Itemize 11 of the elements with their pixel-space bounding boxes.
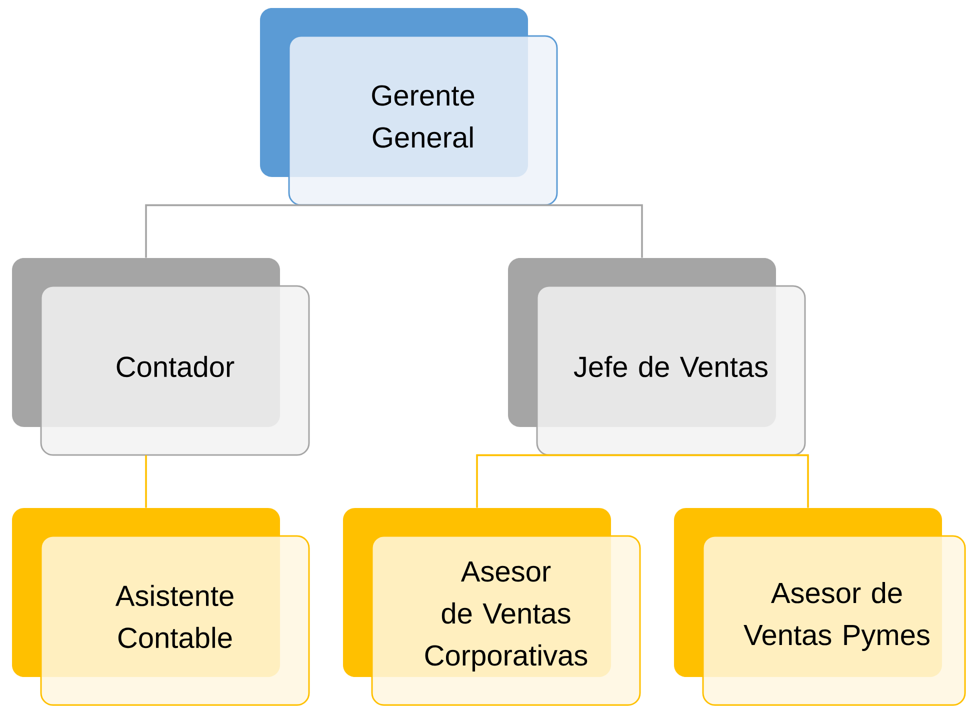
org-box: Jefe de Ventas: [508, 258, 806, 456]
connector-line: [394, 204, 643, 258]
org-box: Contador: [12, 258, 310, 456]
connector-line: [476, 454, 642, 508]
org-box: Asesor de Ventas Pymes: [674, 508, 966, 706]
org-box: Gerente General: [260, 8, 558, 206]
connector-line: [642, 454, 809, 508]
connector-line: [145, 204, 394, 258]
org-box: Asistente Contable: [12, 508, 310, 706]
connector-line: [145, 455, 147, 508]
org-box: Asesor de Ventas Corporativas: [343, 508, 641, 706]
